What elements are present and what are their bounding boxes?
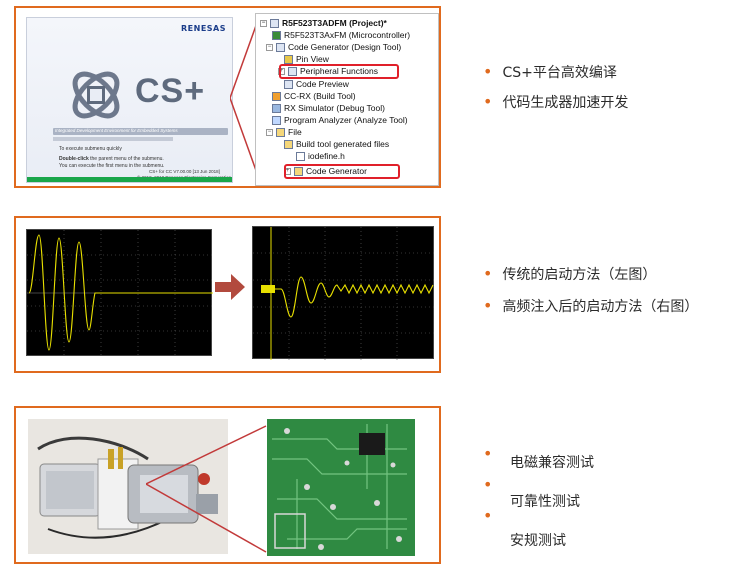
bullet-dot-icon: • [483,475,493,494]
bullet-safety-test: 安规测试 [510,533,566,549]
highlight-peripheral-functions [279,64,399,79]
build-icon [272,91,281,101]
tool-icon [276,42,285,52]
bullet-reliability-test: 可靠性测试 [510,494,580,510]
renesas-logo: RENESAS [181,24,226,33]
callout-lines [230,19,259,177]
bullet-hfi-startup: •高频注入后的启动方法（右图） [483,296,699,315]
bullet-cs-plus: •CS+平台高效编译 [483,62,617,81]
callout-lines [146,425,267,553]
comparison-arrow-icon [215,274,245,300]
startup-comparison-panel [14,216,441,373]
splash-version: CS+ for CC V7.00.00 [13 Jun 2018] [149,169,220,174]
bullet-code-generator: •代码生成器加速开发 [483,92,629,111]
bullet-dot-icon: • [483,264,493,283]
tree-item-code-generator[interactable]: −Code Generator (Design Tool) [266,42,402,52]
analyze-icon [272,115,281,125]
file-icon [296,151,305,161]
cs-plus-splash-screen: RENESAS CS+ Integrated Development Envir… [26,17,233,183]
splash-tagline: Integrated Development Environment for E… [55,128,178,133]
folder-icon [276,127,285,137]
folder-icon [294,166,303,176]
bullet-dot-icon: • [483,444,493,463]
tree-item-cc-rx[interactable]: CC-RX (Build Tool) [272,91,356,101]
tree-item-iodefine[interactable]: iodefine.h [296,151,345,161]
tree-item-peripheral-functions[interactable]: +Peripheral Functions [278,66,378,76]
bullet-dot-icon: • [483,296,493,315]
tree-item-code-preview[interactable]: Code Preview [284,79,349,89]
cs-plus-logo-text: CS+ [135,72,206,110]
peripheral-icon [288,66,297,76]
splash-hint-2: the parent menu of the submenu. [88,156,164,162]
expand-icon[interactable]: + [278,67,285,75]
bullet-traditional-startup: •传统的启动方法（左图） [483,264,657,283]
splash-hint-bold: Double-click [59,156,89,162]
motor-assembly-photo [28,419,228,554]
bullet-emc-test: 电磁兼容测试 [510,455,594,471]
chip-icon [272,30,281,40]
tree-item-build-files[interactable]: Build tool generated files [284,139,389,149]
folder-icon [284,139,293,149]
hfi-startup-waveform [252,226,435,360]
tree-item-microcontroller[interactable]: R5F523T3AxFM (Microcontroller) [272,30,410,40]
collapse-icon[interactable]: − [266,43,273,51]
pin-icon [284,54,293,64]
control-pcb-photo [267,419,415,556]
highlight-code-generator [284,164,400,179]
bullet-dot-icon: • [483,62,493,81]
splash-hint-3: You can execute the first menu in the su… [59,163,165,169]
cs-plus-panel: RENESAS CS+ Integrated Development Envir… [14,6,441,188]
tree-item-project[interactable]: −R5F523T3ADFM (Project)* [260,18,387,28]
project-tree: −R5F523T3ADFM (Project)* R5F523T3AxFM (M… [255,13,439,186]
splash-hint-1: To execute submenu quickly [59,146,122,152]
tree-item-file[interactable]: −File [266,127,302,137]
tree-item-rx-simulator[interactable]: RX Simulator (Debug Tool) [272,103,385,113]
collapse-icon[interactable]: − [266,128,273,136]
tree-item-program-analyzer[interactable]: Program Analyzer (Analyze Tool) [272,115,408,125]
tree-item-pin-view[interactable]: Pin View [284,54,329,64]
cs-plus-emblem-icon [72,71,120,119]
splash-subbar [53,137,173,141]
traditional-startup-waveform [26,229,213,357]
collapse-icon[interactable]: − [260,19,267,27]
splash-tagline-bar [53,128,228,135]
preview-icon [284,79,293,89]
testing-panel [14,406,441,564]
bullet-dot-icon: • [483,92,493,111]
project-icon [270,18,279,28]
bullet-dot-icon: • [483,506,493,525]
splash-progress-bar [27,177,232,182]
debug-icon [272,103,281,113]
